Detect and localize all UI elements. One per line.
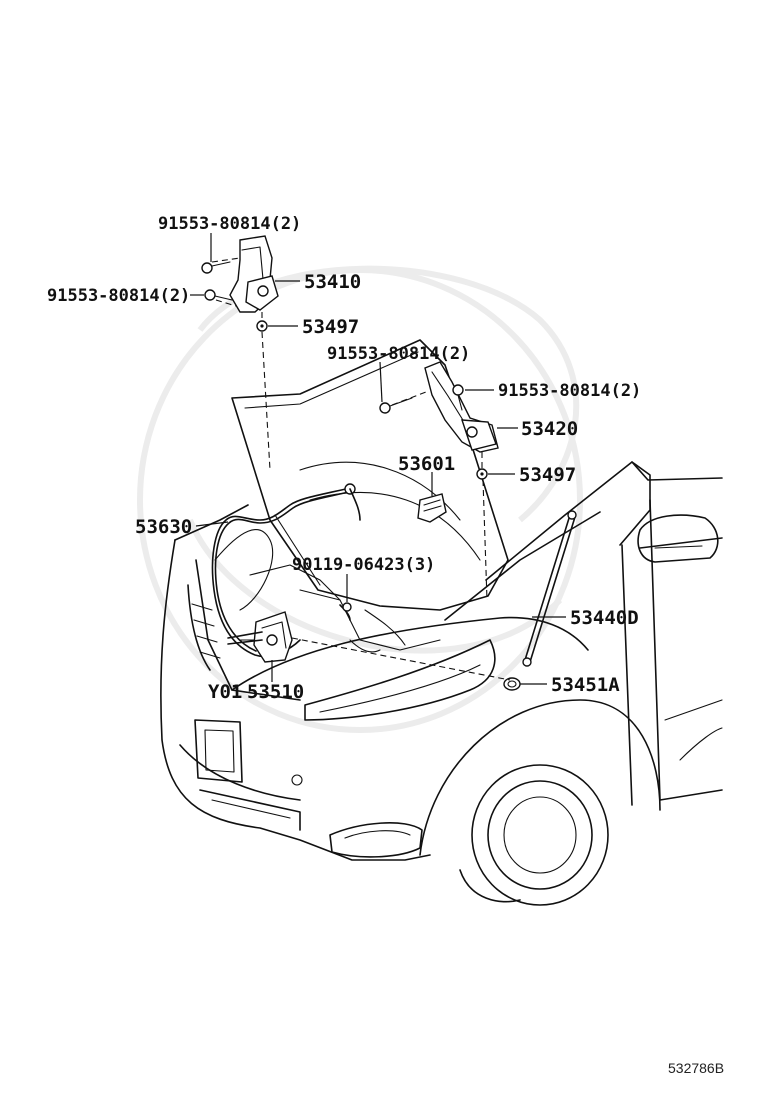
callout-lock-prefix: Y01	[208, 681, 242, 703]
callout-bolt-top: 91553-80814(2)	[158, 214, 301, 234]
callout-grommet: 53451A	[551, 674, 620, 696]
left-hood-hinge	[201, 235, 279, 471]
callout-lock: 53510	[247, 681, 304, 703]
hood-lock	[227, 602, 511, 681]
hood-support-rod	[503, 510, 577, 691]
bolt-icon	[452, 384, 464, 411]
part-callouts: 91553-80814(2) 91553-80814(2) 53410 5349…	[47, 214, 641, 703]
watermark-emblem	[137, 265, 583, 733]
callout-clip: 90119-06423(3)	[292, 555, 435, 575]
callout-nut-right: 53497	[519, 464, 576, 486]
bolt-icon	[204, 289, 233, 301]
bolt-icon	[201, 261, 231, 274]
callout-bolt-mid: 91553-80814(2)	[327, 344, 470, 364]
callout-cushion: 53601	[398, 453, 455, 475]
grommet-icon	[503, 677, 521, 691]
hood-cushion	[417, 493, 447, 523]
nut-icon	[256, 320, 268, 332]
callout-bolt-right: 91553-80814(2)	[498, 381, 641, 401]
callout-cable: 53630	[135, 516, 192, 538]
vehicle-body	[160, 339, 723, 906]
callout-hinge-right: 53420	[521, 418, 578, 440]
right-hood-hinge	[379, 361, 499, 601]
leader-lines	[190, 233, 566, 685]
nut-icon	[476, 468, 488, 480]
diagram-reference-number: 532786B	[668, 1060, 724, 1076]
callout-nut-left: 53497	[302, 316, 359, 338]
callout-stay: 53440D	[570, 607, 639, 629]
callout-bolt-left: 91553-80814(2)	[47, 286, 190, 306]
callout-hinge-left: 53410	[304, 271, 361, 293]
bolt-icon	[379, 397, 413, 414]
